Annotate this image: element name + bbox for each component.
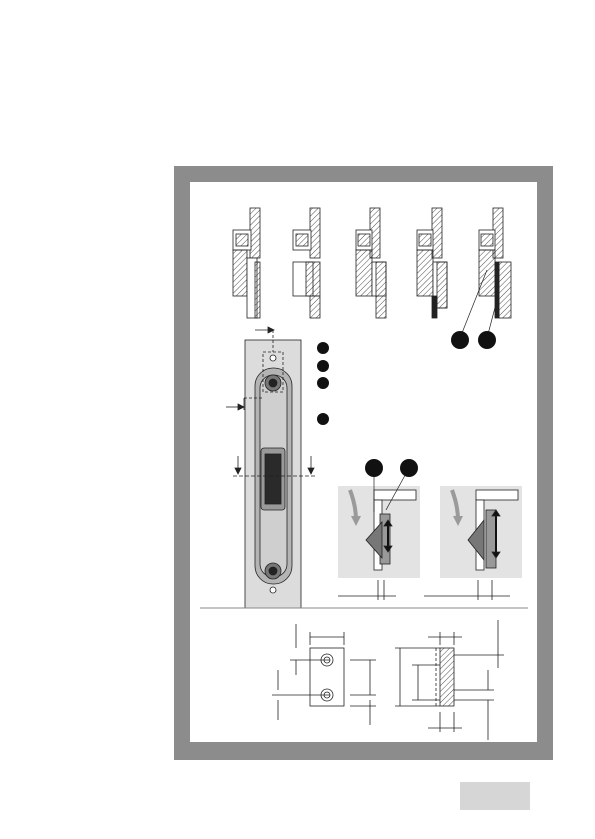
profile-section-4 bbox=[417, 208, 447, 318]
dimension-front-view bbox=[272, 624, 376, 725]
latch-detail-1 bbox=[338, 486, 420, 600]
callout-marker bbox=[365, 459, 383, 477]
dimension-side-view bbox=[395, 620, 504, 740]
profile-section-2 bbox=[293, 208, 320, 318]
callout-marker bbox=[400, 459, 418, 477]
legend-marker bbox=[317, 342, 329, 354]
strike-plate bbox=[226, 327, 315, 608]
callout-marker bbox=[451, 331, 469, 349]
profile-section-3 bbox=[356, 208, 386, 318]
callout-marker bbox=[478, 331, 496, 349]
profile-section-5 bbox=[479, 208, 511, 318]
profile-section-1 bbox=[233, 208, 260, 318]
latch-detail-2 bbox=[424, 486, 522, 600]
legend-marker bbox=[317, 377, 329, 389]
legend-marker bbox=[317, 360, 329, 372]
legend-marker bbox=[317, 413, 329, 425]
